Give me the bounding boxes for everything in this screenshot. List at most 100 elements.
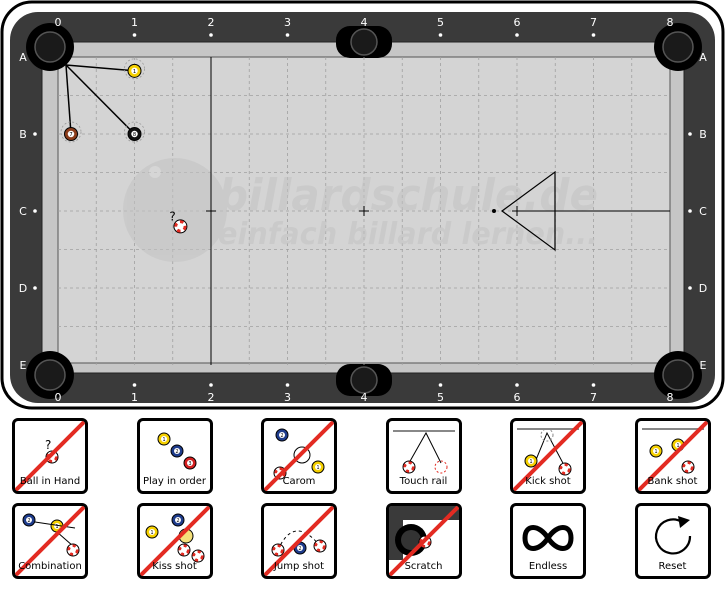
col-label-bottom-5: 5 xyxy=(437,391,444,404)
icon-ball-2[interactable]: 2 xyxy=(22,513,36,527)
string-dot xyxy=(492,209,496,213)
svg-text:2: 2 xyxy=(27,518,30,524)
svg-text:?: ? xyxy=(45,438,51,452)
col-label-bottom-1: 1 xyxy=(131,391,138,404)
diamond-bottom-6 xyxy=(515,383,519,387)
play-in-order-icon: 1 2 3 xyxy=(157,432,196,470)
disabled-slash xyxy=(264,421,334,491)
col-label-bottom-7: 7 xyxy=(590,391,597,404)
reset-label: Reset xyxy=(658,561,687,572)
icon-cue-ball[interactable] xyxy=(402,460,415,474)
col-label-top-2: 2 xyxy=(208,16,215,29)
diamond-bottom-3 xyxy=(285,383,290,387)
disabled-slash xyxy=(139,506,210,576)
touch-rail-button[interactable]: Touch rail xyxy=(385,418,462,494)
icon-cue-ball[interactable] xyxy=(177,543,190,557)
icon-ball-2[interactable]: 2 xyxy=(275,428,289,442)
col-label-top-7: 7 xyxy=(590,16,597,29)
scratch-label: Scratch xyxy=(404,561,443,572)
icon-ball-2[interactable]: 2 xyxy=(170,444,183,458)
svg-text:1: 1 xyxy=(162,437,165,443)
diamond-top-6 xyxy=(515,33,519,37)
ball-1[interactable]: 1 xyxy=(127,63,142,78)
disabled-slash xyxy=(15,421,85,491)
icon-cue-ball[interactable] xyxy=(558,462,572,476)
diamond-bottom-1 xyxy=(132,383,137,387)
watermark-text-line1: billardschule.de xyxy=(218,170,598,221)
carom-icon: 21 xyxy=(264,421,334,491)
svg-text:1: 1 xyxy=(316,465,319,471)
ball-in-hand-icon: ? xyxy=(15,421,85,491)
rack-triangle xyxy=(500,170,556,252)
col-label-bottom-2: 2 xyxy=(208,391,215,404)
scratch-button[interactable]: Scratch xyxy=(385,503,462,579)
cue-ball[interactable] xyxy=(173,219,188,234)
reset-button[interactable]: Reset xyxy=(634,503,711,579)
combination-label: Combination xyxy=(18,561,82,572)
icon-ball-1[interactable]: 1 xyxy=(524,454,538,468)
col-label-bottom-0: 0 xyxy=(55,391,62,404)
icon-cue-ball-2[interactable] xyxy=(313,539,327,553)
icon-ball-1[interactable]: 1 xyxy=(145,525,158,539)
svg-text:3: 3 xyxy=(188,461,191,467)
icon-ball-2[interactable]: 2 xyxy=(171,513,184,527)
aim-lines xyxy=(65,64,136,135)
diamond-bottom-7 xyxy=(591,383,596,387)
svg-text:2: 2 xyxy=(280,433,283,439)
col-label-top-8: 8 xyxy=(667,16,674,29)
pocket-0 xyxy=(26,23,74,71)
svg-text:2: 2 xyxy=(175,449,178,455)
infinity-icon xyxy=(522,525,574,551)
col-label-top-4: 4 xyxy=(361,16,368,29)
ball-8[interactable]: 8 xyxy=(127,127,142,141)
diamond-bottom-2 xyxy=(209,383,213,387)
endless-button[interactable]: Endless xyxy=(510,503,586,579)
svg-text:1: 1 xyxy=(150,530,153,536)
pocket-4 xyxy=(336,364,392,396)
reset-icon xyxy=(654,516,691,555)
kiss-shot-icon: 12 xyxy=(139,506,210,576)
icon-cue-ball[interactable] xyxy=(271,543,285,557)
icon-ball-1[interactable]: 1 xyxy=(649,444,662,458)
svg-text:1: 1 xyxy=(133,69,136,75)
row-label-right-C: C xyxy=(699,205,707,218)
row-label-right-B: B xyxy=(699,128,707,141)
row-label-left-B: B xyxy=(19,128,27,141)
balls: 1 7 8 xyxy=(60,58,188,234)
foot-spot xyxy=(512,206,522,216)
col-label-top-1: 1 xyxy=(131,16,138,29)
col-label-bottom-4: 4 xyxy=(361,391,368,404)
col-label-top-6: 6 xyxy=(514,16,521,29)
kick-shot-label: Kick shot xyxy=(525,476,571,487)
icon-ball-3[interactable]: 3 xyxy=(183,456,196,470)
icon-ball-1[interactable]: 1 xyxy=(311,460,325,474)
ball-7[interactable]: 7 xyxy=(64,127,79,141)
svg-text:1: 1 xyxy=(654,449,657,455)
svg-text:8: 8 xyxy=(133,132,136,138)
icon-cue-ball[interactable] xyxy=(66,543,80,557)
row-label-left-A: A xyxy=(19,51,27,64)
bank-shot-icon: 11 xyxy=(637,421,708,491)
center-spot xyxy=(359,206,369,216)
svg-text:1: 1 xyxy=(529,459,532,465)
col-label-top-5: 5 xyxy=(437,16,444,29)
ball-in-hand-label: Ball in Hand xyxy=(19,476,81,487)
row-label-right-D: D xyxy=(699,282,707,295)
icon-cue-ball[interactable] xyxy=(681,460,694,474)
icon-cue-ball-2[interactable] xyxy=(191,549,204,563)
ball-in-hand-button[interactable]: ? Ball in Hand xyxy=(12,418,88,494)
diamond-top-3 xyxy=(285,33,290,37)
icon-ball-1[interactable]: 1 xyxy=(157,432,170,446)
col-label-top-3: 3 xyxy=(284,16,291,29)
diamond-right-B xyxy=(688,132,692,136)
diamond-bottom-5 xyxy=(438,383,443,387)
